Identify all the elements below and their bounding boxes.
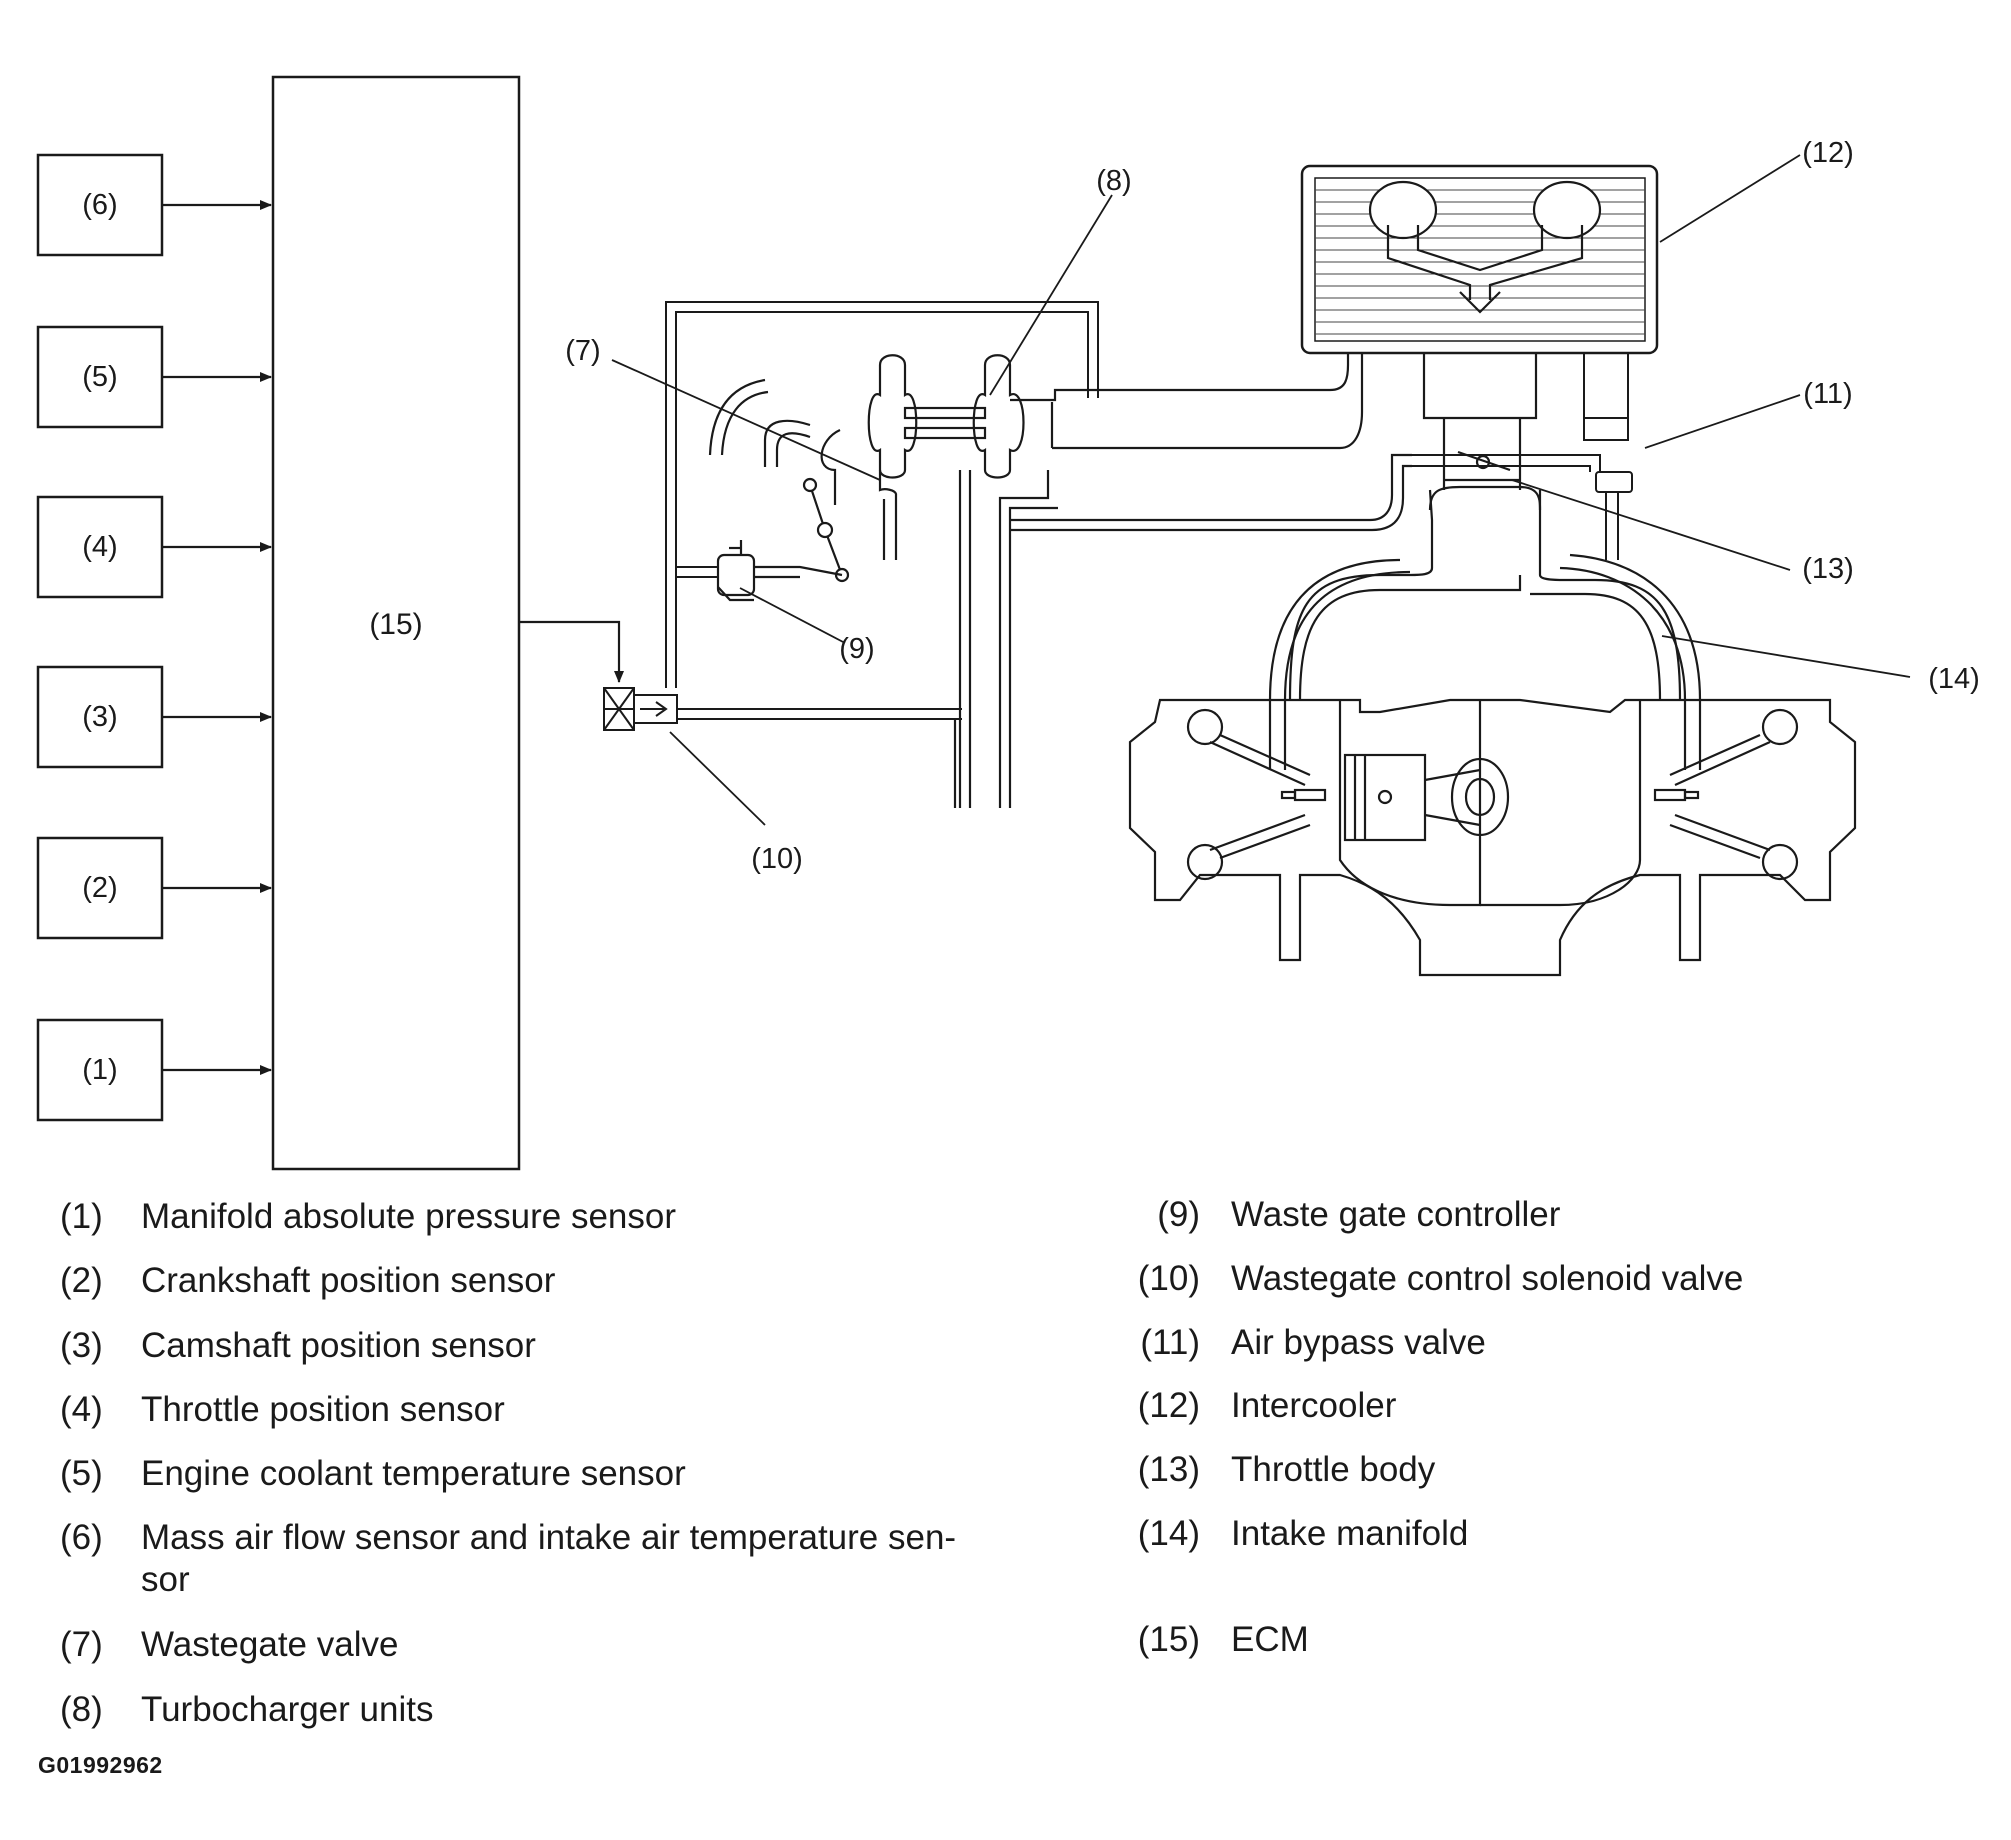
legend-text: Wastegate valve — [141, 1625, 399, 1664]
legend-text: Throttle position sensor — [141, 1390, 505, 1429]
sensor-box-4: (4) — [36, 495, 164, 599]
leader-8 — [989, 194, 1113, 396]
sensor-label-6: (6) — [82, 189, 117, 221]
ecm-output-line — [519, 620, 624, 683]
leader-14 — [1661, 635, 1911, 678]
engine-block — [1128, 698, 1857, 977]
sensor-label-5: (5) — [82, 361, 117, 393]
ecm-box: (15) — [271, 75, 521, 1171]
callout-8: (8) — [1096, 165, 1131, 197]
legend-num: (9) — [1157, 1195, 1200, 1234]
legend-num: (8) — [60, 1690, 103, 1729]
leader-11 — [1644, 394, 1801, 449]
legend-text: Mass air flow sensor and intake air temp… — [141, 1518, 957, 1557]
legend-text: ECM — [1231, 1620, 1309, 1659]
charge-pipes — [1010, 352, 1412, 532]
callouts — [611, 154, 1911, 826]
sensor-box-2: (2) — [36, 836, 164, 940]
sensor-label-2: (2) — [82, 872, 117, 904]
legend-num: (2) — [60, 1261, 103, 1300]
legend-right: (9) Waste gate controller (10) Wastegate… — [1138, 1194, 1970, 1674]
callout-13: (13) — [1802, 553, 1854, 585]
leader-12 — [1659, 154, 1801, 243]
legend-text: Crankshaft position sensor — [141, 1261, 556, 1300]
legend-num: (14) — [1137, 1514, 1200, 1553]
leader-10 — [669, 731, 766, 826]
air-bypass-valve — [1412, 353, 1633, 560]
callout-11: (11) — [1803, 378, 1852, 410]
callout-7: (7) — [565, 335, 600, 367]
downpipe — [953, 470, 1058, 808]
legend-text-continued: sor — [141, 1560, 190, 1599]
sensor-box-5: (5) — [36, 325, 164, 429]
leader-13 — [1511, 479, 1791, 571]
legend-text: Intake manifold — [1231, 1514, 1469, 1553]
sensor-box-3: (3) — [36, 665, 164, 769]
legend-num: (1) — [60, 1197, 103, 1236]
sensor-box-6: (6) — [36, 153, 164, 257]
legend-num: (15) — [1137, 1620, 1200, 1659]
sensor-label-1: (1) — [82, 1054, 117, 1086]
legend-text: Engine coolant temperature sensor — [141, 1454, 686, 1493]
intercooler — [1300, 164, 1659, 355]
legend-text: Throttle body — [1231, 1450, 1436, 1489]
legend-num: (10) — [1137, 1259, 1200, 1298]
legend-text: Wastegate control solenoid valve — [1231, 1259, 1744, 1298]
sensor-label-4: (4) — [82, 531, 117, 563]
sensor-arrows — [162, 200, 272, 1075]
figure-id: G01992962 — [38, 1752, 163, 1778]
legend-num: (13) — [1137, 1450, 1200, 1489]
legend-num: (4) — [60, 1390, 103, 1429]
sensor-box-1: (1) — [36, 1018, 164, 1122]
callout-10: (10) — [751, 843, 803, 875]
legend-text: Manifold absolute pressure sensor — [141, 1197, 677, 1236]
legend-num: (12) — [1137, 1386, 1200, 1425]
legend-text: Waste gate controller — [1231, 1195, 1561, 1234]
leader-7 — [611, 359, 881, 481]
legend-num: (5) — [60, 1454, 103, 1493]
legend-num: (6) — [60, 1518, 103, 1557]
turbocharger — [708, 354, 1025, 808]
legend-left: (1) Manifold absolute pressure sensor (2… — [60, 1196, 1010, 1736]
legend-text: Camshaft position sensor — [141, 1326, 536, 1365]
legend-num: (7) — [60, 1625, 103, 1664]
legend-num: (11) — [1140, 1323, 1200, 1362]
control-hoses — [665, 301, 1099, 720]
legend-num: (3) — [60, 1326, 103, 1365]
legend-text: Intercooler — [1231, 1386, 1397, 1425]
legend-text: Air bypass valve — [1231, 1323, 1486, 1362]
callout-9: (9) — [839, 633, 874, 665]
throttle-body — [1422, 353, 1538, 490]
callout-14: (14) — [1928, 663, 1980, 695]
intake-manifold — [1268, 485, 1702, 770]
solenoid-valve — [603, 687, 678, 731]
leader-9 — [739, 587, 846, 644]
ecm-label: (15) — [369, 608, 422, 641]
wastegate-linkage — [716, 477, 850, 602]
sensor-label-3: (3) — [82, 701, 117, 733]
callout-12: (12) — [1802, 137, 1854, 169]
legend-text: Turbocharger units — [141, 1690, 434, 1729]
